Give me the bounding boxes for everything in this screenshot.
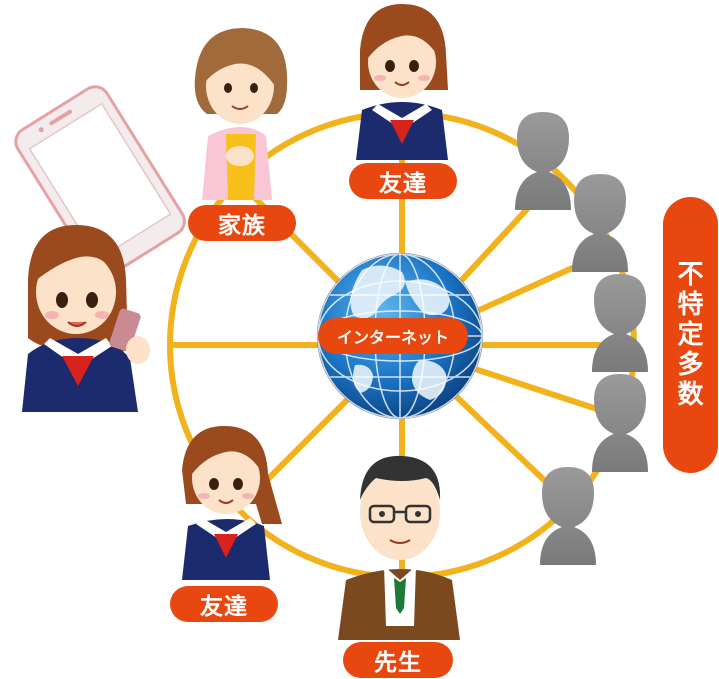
label-teacher: 先生 — [343, 642, 453, 678]
label-unspecified-many: 不 特 定 多 数 — [663, 197, 718, 473]
friend-top-person — [356, 4, 448, 160]
person-silhouette-icon — [540, 467, 596, 565]
label-unspecified-char-4: 多 — [677, 350, 704, 380]
person-silhouette-icon — [592, 374, 648, 472]
person-silhouette-icon — [572, 174, 628, 272]
teacher-person — [338, 455, 460, 640]
label-unspecified-char-1: 不 — [677, 260, 704, 290]
label-unspecified-char-5: 数 — [677, 380, 704, 410]
family-person — [194, 28, 288, 200]
student-with-phone — [22, 225, 150, 412]
smartphone-icon — [14, 85, 186, 278]
label-unspecified-char-3: 定 — [677, 320, 704, 350]
label-friend-bottom: 友達 — [170, 586, 278, 622]
label-friend-top: 友達 — [349, 163, 457, 199]
person-silhouette-icon — [592, 274, 648, 372]
label-unspecified-char-2: 特 — [677, 290, 704, 320]
label-internet: インターネット — [318, 318, 468, 354]
friend-bottom-person — [182, 426, 282, 580]
person-silhouette-icon — [515, 112, 571, 210]
label-family: 家族 — [188, 205, 296, 241]
